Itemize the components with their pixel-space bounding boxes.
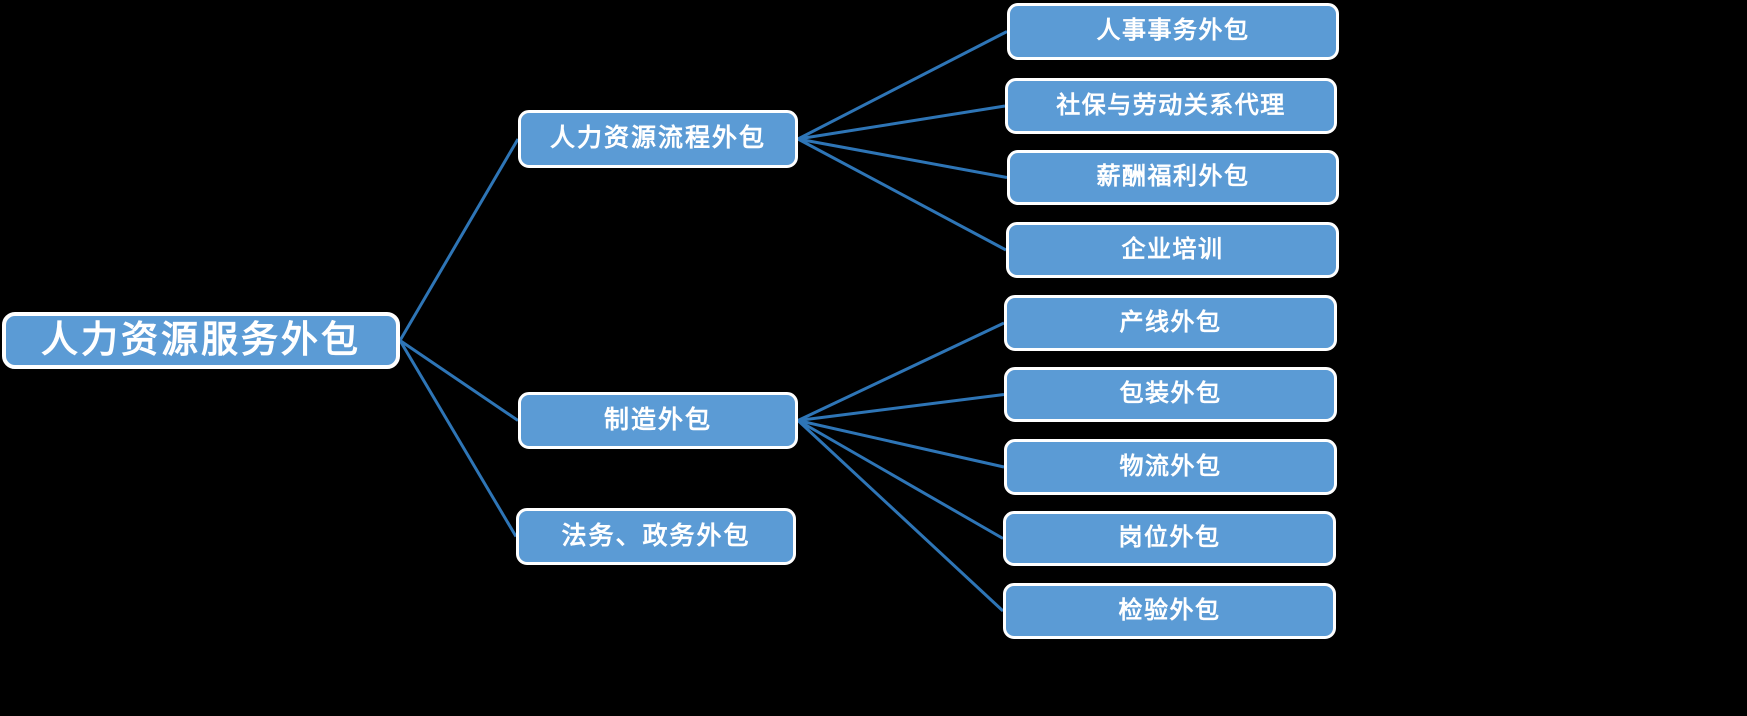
node-social-insurance-labor-agency[interactable]: 社保与劳动关系代理 (1005, 78, 1337, 134)
node-compensation-benefits-outsourcing-label: 薪酬福利外包 (1096, 163, 1250, 191)
node-packaging-outsourcing-label: 包装外包 (1119, 380, 1222, 408)
node-inspection-outsourcing[interactable]: 检验外包 (1003, 583, 1336, 639)
node-production-line-outsourcing-label: 产线外包 (1119, 308, 1222, 336)
node-position-outsourcing-label: 岗位外包 (1118, 524, 1221, 552)
node-production-line-outsourcing[interactable]: 产线外包 (1004, 295, 1337, 351)
node-packaging-outsourcing[interactable]: 包装外包 (1004, 367, 1337, 422)
node-compensation-benefits-outsourcing[interactable]: 薪酬福利外包 (1007, 150, 1339, 205)
node-personnel-affairs-outsourcing-label: 人事事务外包 (1096, 17, 1250, 45)
node-social-insurance-labor-agency-label: 社保与劳动关系代理 (1056, 91, 1286, 119)
node-inspection-outsourcing-label: 检验外包 (1118, 596, 1221, 624)
node-hr-process-outsourcing[interactable]: 人力资源流程外包 (518, 110, 798, 168)
node-corporate-training-label: 企业培训 (1121, 235, 1224, 263)
node-root-label: 人力资源服务外包 (41, 319, 361, 361)
node-legal-government-outsourcing-label: 法务、政务外包 (561, 521, 751, 550)
node-corporate-training[interactable]: 企业培训 (1006, 222, 1339, 278)
node-manufacturing-outsourcing-label: 制造外包 (603, 405, 712, 434)
node-position-outsourcing[interactable]: 岗位外包 (1003, 511, 1336, 566)
node-manufacturing-outsourcing[interactable]: 制造外包 (518, 392, 798, 449)
node-hr-process-outsourcing-label: 人力资源流程外包 (549, 124, 766, 153)
node-personnel-affairs-outsourcing[interactable]: 人事事务外包 (1007, 3, 1339, 60)
node-root[interactable]: 人力资源服务外包 (2, 312, 400, 369)
node-logistics-outsourcing[interactable]: 物流外包 (1004, 439, 1337, 495)
node-logistics-outsourcing-label: 物流外包 (1119, 452, 1222, 480)
node-legal-government-outsourcing[interactable]: 法务、政务外包 (516, 508, 796, 565)
